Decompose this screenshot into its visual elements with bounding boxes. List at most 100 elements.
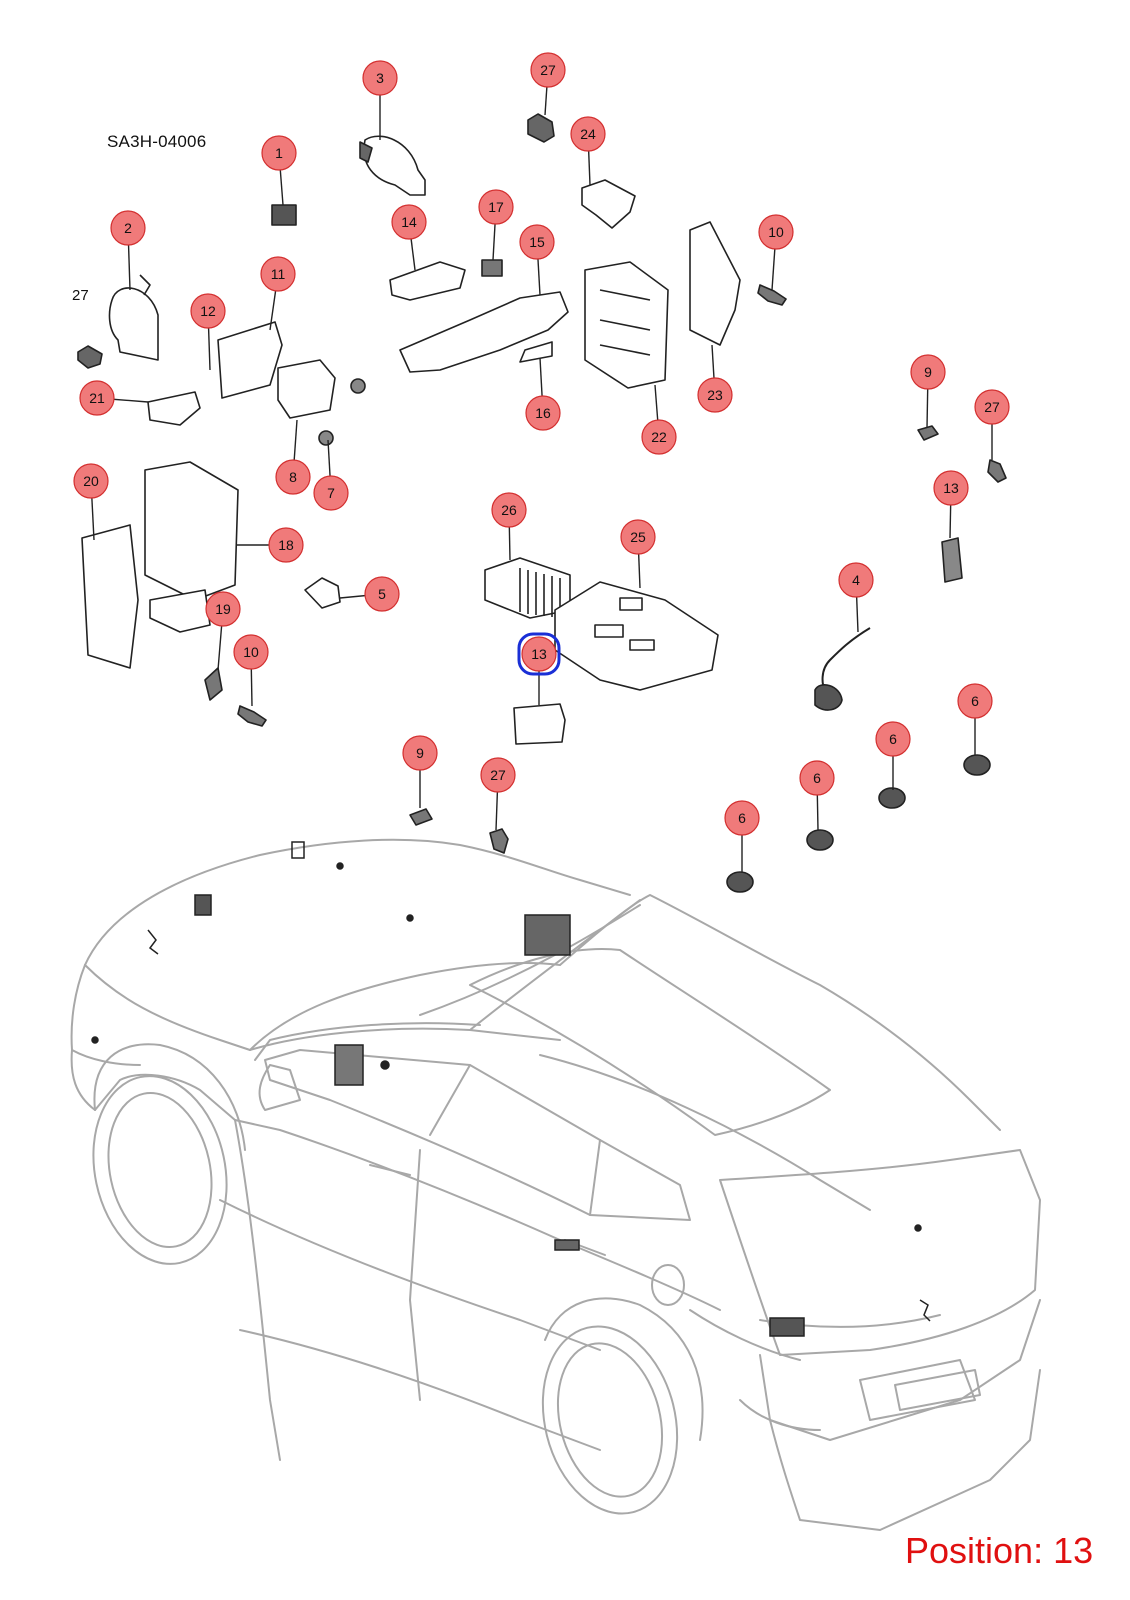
- selected-callout-highlight: [517, 632, 561, 676]
- callout-10[interactable]: 10: [233, 634, 269, 707]
- callout-9[interactable]: 9: [402, 735, 438, 808]
- callout-label: 6: [889, 731, 897, 747]
- vehicle-component-marks: [91, 841, 931, 1337]
- callout-label: 20: [83, 473, 99, 489]
- callout-circle: [205, 591, 241, 627]
- callout-10[interactable]: 10: [758, 214, 794, 291]
- callout-circle: [268, 527, 304, 563]
- callout-27[interactable]: 27: [530, 52, 566, 116]
- callout-12[interactable]: 12: [190, 293, 226, 371]
- callout-circle: [491, 492, 527, 528]
- callout-9[interactable]: 9: [910, 354, 946, 429]
- callout-19[interactable]: 19: [205, 591, 241, 671]
- callout-circle: [521, 636, 557, 672]
- callout-2[interactable]: 2: [110, 210, 146, 291]
- callout-21[interactable]: 21: [79, 380, 149, 416]
- callout-circle: [957, 683, 993, 719]
- callout-circle: [974, 389, 1010, 425]
- callout-circle: [402, 735, 438, 771]
- callout-25[interactable]: 25: [620, 519, 656, 589]
- callout-label: 21: [89, 390, 105, 406]
- callout-label: 12: [200, 303, 216, 319]
- callout-circle: [480, 757, 516, 793]
- callout-label: 27: [540, 62, 556, 78]
- callout-18[interactable]: 18: [237, 527, 304, 563]
- callout-circle: [697, 377, 733, 413]
- callout-label: 10: [768, 224, 784, 240]
- callout-27[interactable]: 27: [974, 389, 1010, 460]
- callout-circle: [261, 135, 297, 171]
- vehicle-outline: [70, 838, 1041, 1531]
- callout-label: 6: [738, 810, 746, 826]
- callout-22[interactable]: 22: [641, 384, 677, 455]
- callout-label: 6: [813, 770, 821, 786]
- callout-6[interactable]: 6: [875, 721, 911, 790]
- callout-circle: [110, 210, 146, 246]
- callout-circle: [620, 519, 656, 555]
- callout-6[interactable]: 6: [724, 800, 760, 872]
- callout-circle: [391, 204, 427, 240]
- callout-circle: [275, 459, 311, 495]
- callout-6[interactable]: 6: [957, 683, 993, 755]
- callout-label: 18: [278, 537, 294, 553]
- callout-label: 2: [124, 220, 132, 236]
- callout-circle: [875, 721, 911, 757]
- callout-label: 6: [971, 693, 979, 709]
- callout-label: 15: [529, 234, 545, 250]
- callout-11[interactable]: 11: [260, 256, 296, 331]
- callout-label: 25: [630, 529, 646, 545]
- callout-label: 22: [651, 429, 667, 445]
- callout-label: 3: [376, 70, 384, 86]
- callout-circle: [525, 395, 561, 431]
- callout-circle: [758, 214, 794, 250]
- callout-circle: [362, 60, 398, 96]
- callout-circle: [364, 576, 400, 612]
- callout-circle: [519, 224, 555, 260]
- callout-label: 23: [707, 387, 723, 403]
- diagram-code: SA3H-04006: [107, 132, 207, 151]
- callout-label: 24: [580, 126, 596, 142]
- parts-drawings: [77, 113, 1007, 893]
- callout-14[interactable]: 14: [391, 204, 427, 271]
- callout-13[interactable]: 13: [933, 470, 969, 539]
- callout-circle: [570, 116, 606, 152]
- callout-circle: [79, 380, 115, 416]
- callout-3[interactable]: 3: [362, 60, 398, 140]
- callout-label: 13: [943, 480, 959, 496]
- callout-circle: [799, 760, 835, 796]
- callout-label: 4: [852, 572, 860, 588]
- callout-4[interactable]: 4: [838, 562, 874, 633]
- callout-circle: [910, 354, 946, 390]
- callout-label: 13: [531, 646, 547, 662]
- callout-20[interactable]: 20: [73, 463, 109, 541]
- callout-circle: [190, 293, 226, 329]
- callout-8[interactable]: 8: [275, 419, 311, 495]
- callout-24[interactable]: 24: [570, 116, 606, 186]
- callout-label: 9: [924, 364, 932, 380]
- callout-7[interactable]: 7: [313, 439, 349, 511]
- callout-label: 16: [535, 405, 551, 421]
- callout-15[interactable]: 15: [519, 224, 555, 296]
- callout-circle: [641, 419, 677, 455]
- callout-6[interactable]: 6: [799, 760, 835, 831]
- callout-circle: [838, 562, 874, 598]
- callout-17[interactable]: 17: [478, 189, 514, 261]
- callout-5[interactable]: 5: [339, 576, 400, 612]
- callout-26[interactable]: 26: [491, 492, 527, 561]
- callout-label: 1: [275, 145, 283, 161]
- callout-1[interactable]: 1: [261, 135, 297, 206]
- callout-16[interactable]: 16: [525, 357, 561, 431]
- callout-label: 17: [488, 199, 504, 215]
- callout-label: 27: [490, 767, 506, 783]
- callout-23[interactable]: 23: [697, 344, 733, 413]
- callout-27[interactable]: 27: [480, 757, 516, 831]
- callout-label: 10: [243, 644, 259, 660]
- callout-label: 27: [984, 399, 1000, 415]
- callout-circle: [530, 52, 566, 88]
- callout-13[interactable]: 13: [517, 632, 561, 705]
- callout-label: 19: [215, 601, 231, 617]
- callout-label: 11: [271, 266, 286, 282]
- callout-circle: [478, 189, 514, 225]
